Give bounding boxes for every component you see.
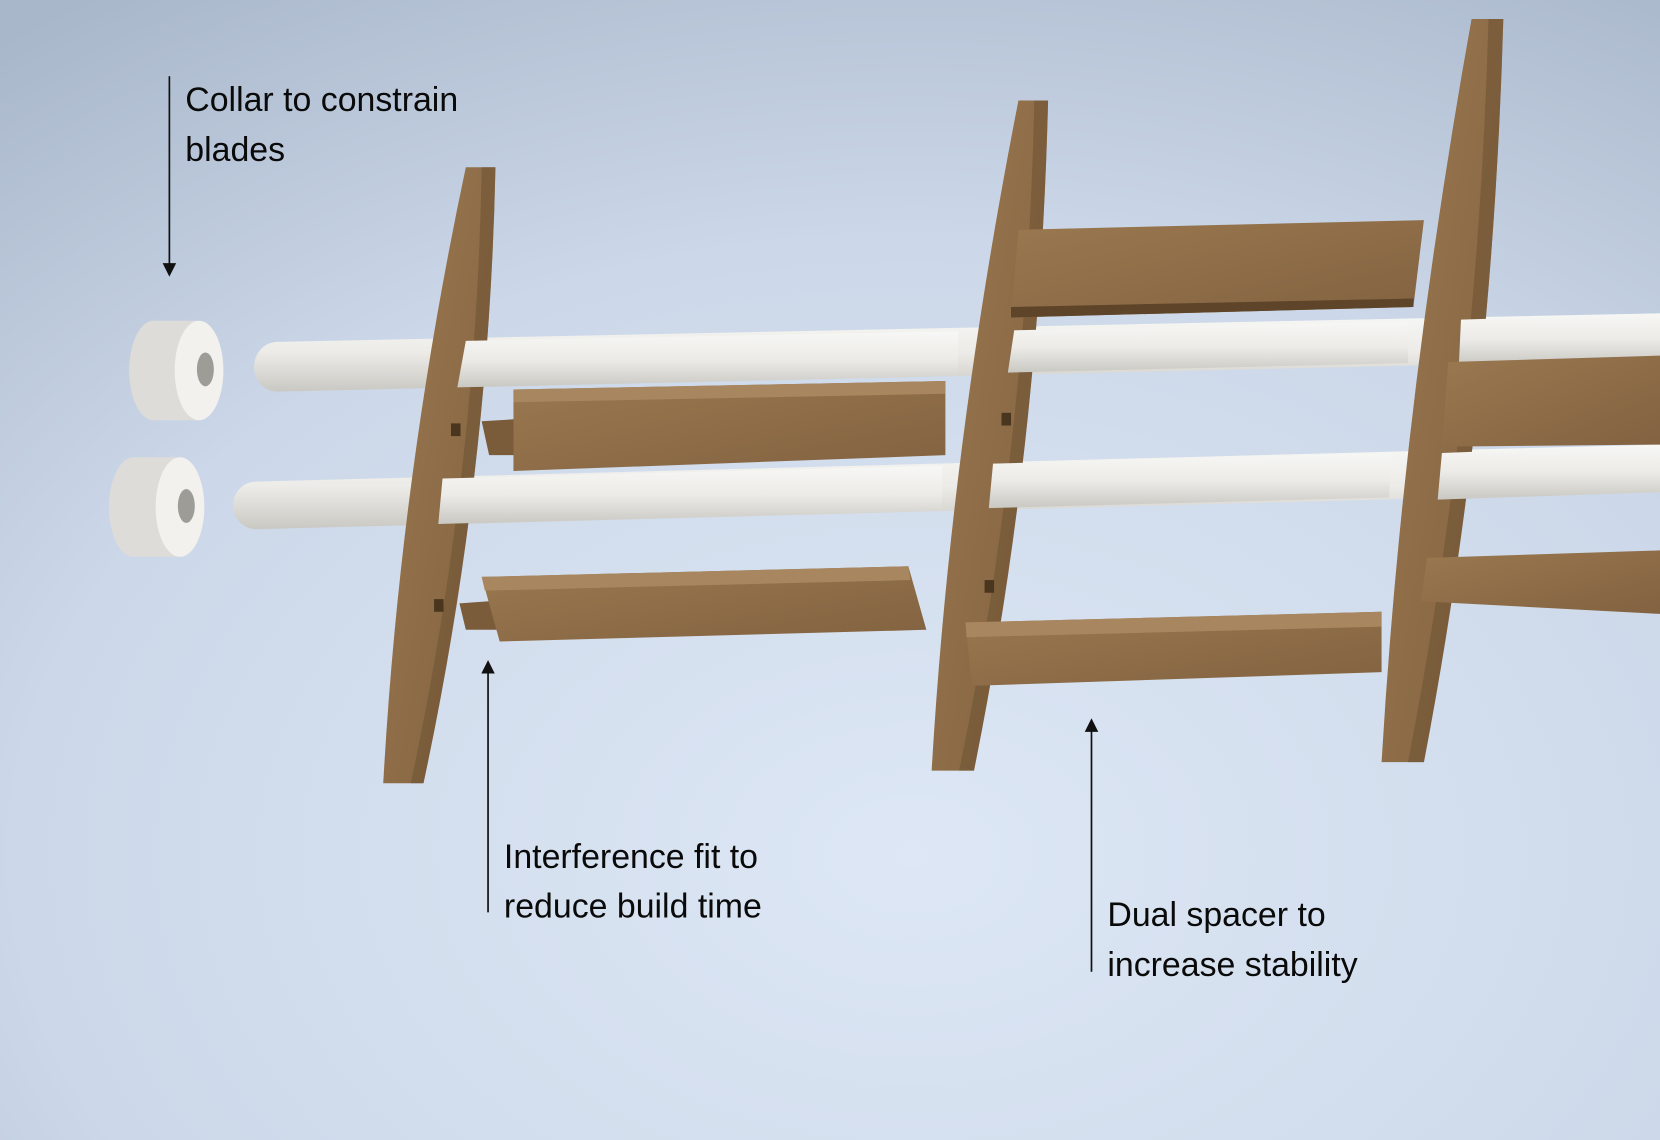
collar-lower [109,457,205,557]
lower-rod-segment [438,465,943,524]
bar-right-upper [1441,355,1660,447]
blade-bar-upper [481,381,946,472]
bar-right-lower [1420,550,1660,614]
disc-right [1381,19,1504,763]
collar-upper [129,320,224,421]
spacer-label-line2: increase stability [1107,946,1357,984]
spacer-label-line1: Dual spacer to [1107,896,1325,934]
disc-left [383,167,496,784]
blade-bar-lower [459,566,927,642]
collar-label-line1: Collar to constrain [185,81,458,119]
upper-rod-segment [457,331,959,388]
interference-label-line2: reduce build time [504,888,762,926]
lower-rod-segment [1437,444,1660,500]
lower-rod-segment [988,453,1393,509]
collar-label-line2: blades [185,131,285,169]
spacer-bottom [965,611,1382,686]
interference-label-line1: Interference fit to [504,838,758,876]
upper-rod-segment [1007,321,1409,373]
spacer-top [1011,220,1424,318]
upper-rod-segment [1458,313,1660,366]
